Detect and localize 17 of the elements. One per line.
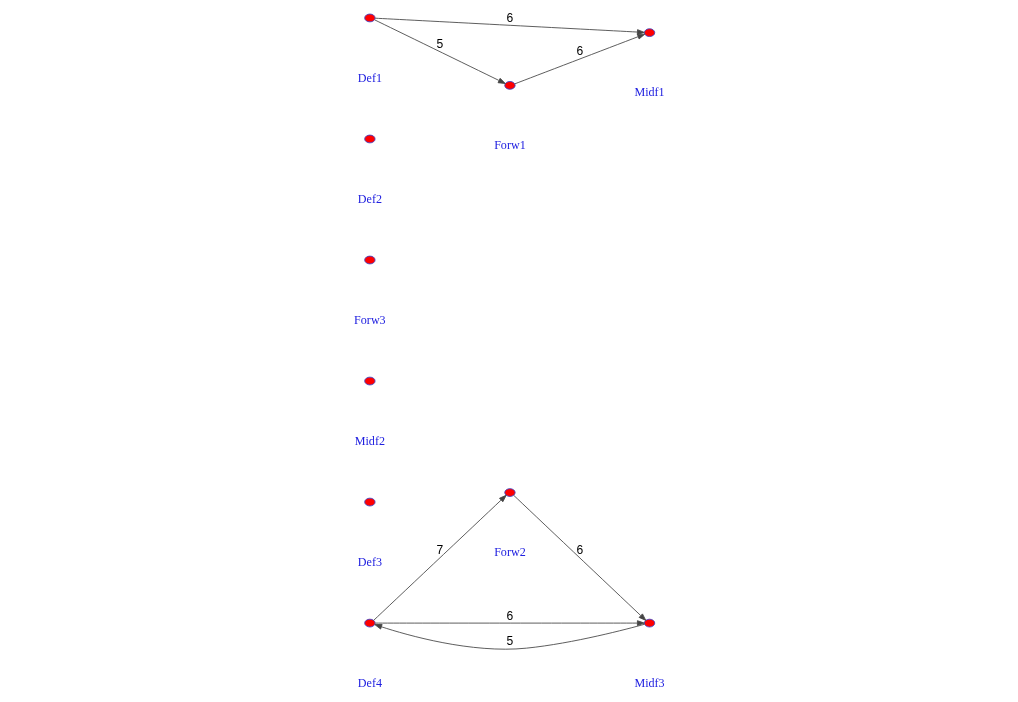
edge-label: 6 bbox=[576, 44, 583, 59]
node-label: Forw3 bbox=[353, 312, 386, 327]
node-label: Midf3 bbox=[633, 675, 665, 690]
edge-label: 6 bbox=[506, 608, 513, 623]
node-label: Midf2 bbox=[354, 433, 385, 448]
node-label: Def2 bbox=[357, 191, 382, 206]
node-label: Forw2 bbox=[493, 545, 526, 560]
node-label: Def3 bbox=[357, 554, 382, 569]
node-label: Def1 bbox=[357, 70, 382, 85]
edge-label: 6 bbox=[506, 10, 513, 25]
edge-label: 6 bbox=[576, 543, 583, 558]
node-label: Def4 bbox=[357, 675, 382, 690]
edge-label: 5 bbox=[436, 37, 443, 52]
node-label: Midf1 bbox=[633, 85, 665, 100]
edge-label: 5 bbox=[506, 633, 513, 648]
edge-label: 7 bbox=[436, 543, 443, 558]
node-label: Forw1 bbox=[493, 138, 526, 153]
